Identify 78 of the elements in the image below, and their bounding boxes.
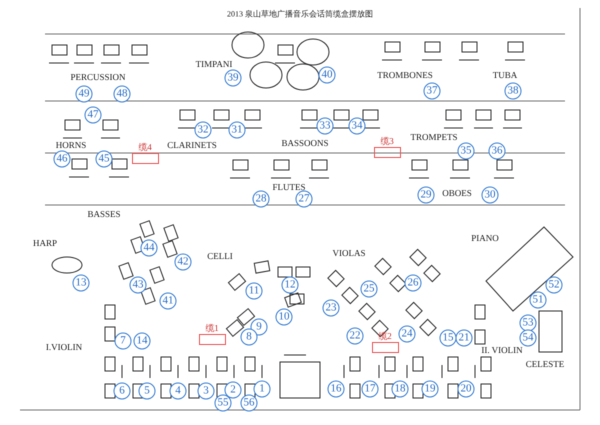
microphone-number: 47 [84, 106, 102, 124]
section-label: PIANO [471, 233, 499, 243]
microphone-number: 8 [240, 328, 258, 346]
microphone-number: 30 [482, 186, 498, 204]
microphone-number: 20 [458, 380, 474, 398]
microphone-number: 23 [322, 300, 340, 316]
microphone-number: 54 [520, 330, 536, 346]
microphone-number: 12 [282, 276, 298, 294]
microphone-number: 15 [440, 330, 456, 346]
microphone-number: 33 [316, 118, 334, 134]
microphone-number: 2 [224, 382, 242, 398]
section-label: OBOES [442, 188, 472, 198]
section-label: PERCUSSION [70, 72, 126, 82]
microphone-number: 24 [398, 326, 416, 342]
microphone-number: 29 [418, 186, 434, 204]
microphone-number: 4 [170, 382, 186, 400]
microphone-number: 14 [134, 332, 150, 350]
section-label: FLUTES [272, 182, 306, 192]
microphone-number: 11 [246, 282, 262, 300]
section-label: HARP [33, 238, 57, 248]
microphone-number: 9 [250, 318, 268, 336]
microphone-number: 44 [140, 240, 158, 256]
microphone-number: 32 [194, 122, 212, 138]
title: 2013 泉山草地广播音乐会话筒缆盒摆放图 [227, 8, 373, 20]
microphone-number: 48 [114, 86, 130, 102]
section-label: CLARINETS [167, 140, 217, 150]
microphone-number: 5 [138, 382, 156, 400]
section-label: TROMBONES [377, 70, 433, 80]
microphone-number: 55 [214, 394, 232, 412]
microphone-number: 16 [328, 380, 344, 398]
microphone-number: 1 [254, 380, 270, 398]
microphone-number: 3 [198, 382, 214, 400]
microphone-number: 36 [488, 142, 506, 160]
microphone-number: 6 [114, 382, 130, 400]
microphone-number: 40 [318, 66, 336, 84]
microphone-number: 42 [174, 254, 192, 270]
cable-box-label: 缆3 [379, 136, 395, 147]
microphone-number: 22 [346, 328, 364, 344]
microphone-number: 51 [530, 292, 546, 308]
section-label: CELESTE [526, 359, 564, 369]
section-label: BASSOONS [281, 138, 329, 148]
cable-box-label: 缆2 [377, 331, 393, 342]
section-label: VIOLAS [332, 248, 366, 258]
microphone-number: 19 [422, 380, 438, 398]
microphone-number: 46 [54, 150, 70, 168]
microphone-number: 49 [76, 86, 92, 102]
section-label: TROMPETS [410, 132, 458, 142]
section-label: TIMPANI [196, 59, 232, 69]
microphone-number: 43 [130, 276, 146, 294]
microphone-number: 35 [458, 142, 474, 160]
microphone-number: 13 [72, 274, 90, 292]
section-label: HORNS [56, 140, 86, 150]
microphone-number: 34 [348, 118, 366, 134]
section-label: TUBA [492, 70, 518, 80]
microphone-number: 56 [240, 394, 258, 412]
section-label: II. VIOLIN [481, 345, 523, 355]
microphone-number: 25 [360, 280, 378, 298]
microphone-number: 21 [456, 330, 472, 346]
microphone-number: 41 [160, 292, 176, 310]
microphone-number: 52 [546, 276, 562, 294]
microphone-number: 17 [362, 380, 378, 398]
microphone-number: 38 [504, 82, 522, 100]
microphone-number: 28 [252, 190, 270, 208]
microphone-number: 26 [404, 274, 422, 292]
cable-box-label: 缆4 [137, 142, 153, 153]
microphone-number: 7 [114, 332, 132, 350]
section-label: I.VIOLIN [46, 342, 82, 352]
microphone-number: 18 [392, 380, 408, 398]
microphone-number: 53 [520, 314, 536, 332]
microphone-number: 45 [96, 150, 112, 168]
microphone-number: 37 [424, 82, 440, 100]
microphone-number: 39 [224, 70, 242, 86]
microphone-number: 31 [228, 122, 246, 138]
section-label: CELLI [207, 251, 233, 261]
microphone-number: 10 [276, 308, 292, 326]
section-label: BASSES [87, 209, 121, 219]
cable-box-label: 缆1 [204, 323, 220, 334]
microphone-number: 27 [296, 190, 312, 208]
